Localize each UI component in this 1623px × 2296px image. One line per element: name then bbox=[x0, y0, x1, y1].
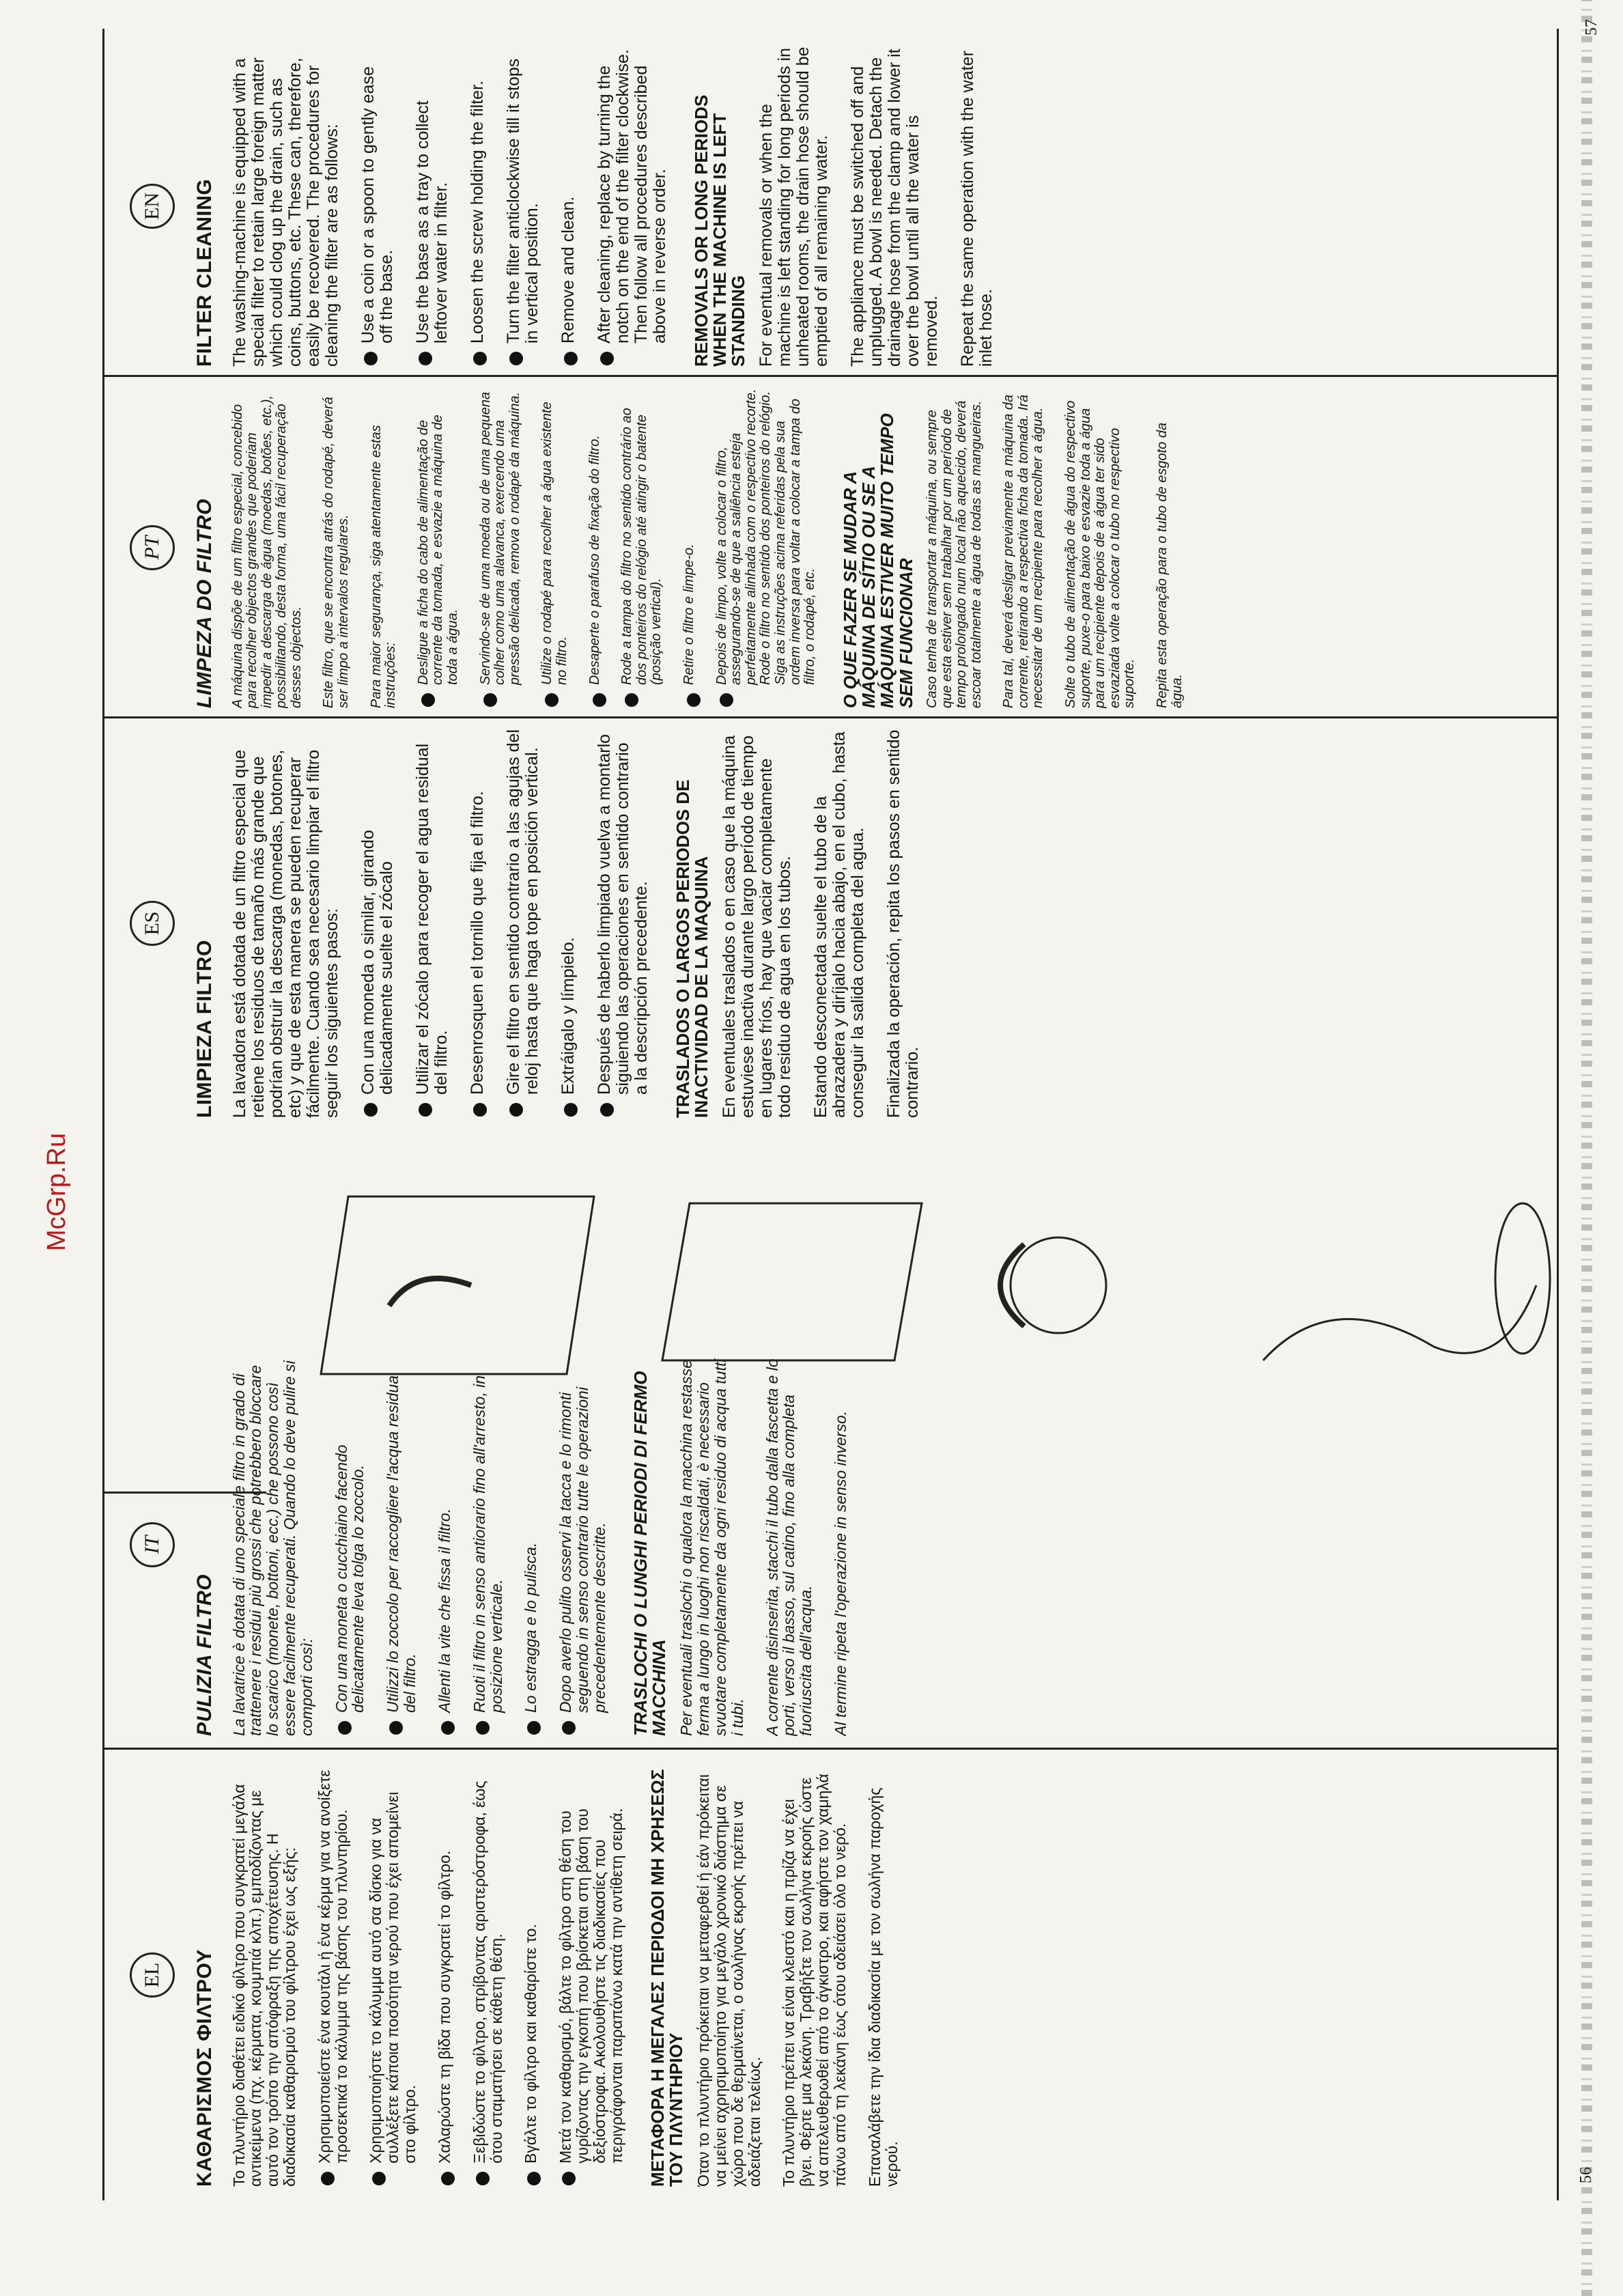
filter-drawing bbox=[661, 1202, 923, 1362]
pt-step: Retire o filtro e limpe-o. bbox=[681, 387, 697, 708]
en-steps: Use a coin or a spoon to gently ease off… bbox=[358, 46, 669, 367]
en-para3: Repeat the same operation with the water… bbox=[958, 51, 996, 367]
lang-badge-es: ES bbox=[130, 901, 175, 946]
en-step: Remove and clean. bbox=[559, 46, 578, 367]
el-para1: Όταν το πλυντήριο πρόκειται να μεταφερθε… bbox=[694, 1774, 763, 2187]
es-step: Con una moneda o similar, girando delica… bbox=[358, 729, 396, 1118]
el-para3: Επαναλάβετε την ίδια διαδικασία με τον σ… bbox=[865, 1787, 901, 2187]
hose-drawing bbox=[1262, 1285, 1538, 1362]
it-para1: Per eventuali traslochi o qualora la mac… bbox=[677, 1358, 746, 1736]
pt-para2: Para tal, deverá desligar previamente a … bbox=[1001, 394, 1046, 708]
es-subtitle: TRASLADOS O LARGOS PERIODOS DE INACTIVID… bbox=[672, 779, 711, 1119]
lang-badge-pt: PT bbox=[130, 525, 175, 570]
el-para2: Το πλυντήριο πρέπει να είναι κλειστό και… bbox=[780, 1774, 849, 2187]
el-step: Χαλαρώστε τη βίδα που συγκρατεί το φίλτρ… bbox=[436, 1763, 453, 2187]
es-para3: Finalizada la operación, repita los paso… bbox=[884, 729, 922, 1118]
column-en: EN FILTER CLEANING The washing-machine i… bbox=[130, 46, 1564, 367]
it-step: Dopo averlo pulito osservi la tacca e lo… bbox=[556, 1354, 608, 1736]
column-el: EL ΚΑΘΑΡΙΣΜΟΣ ΦΙΛΤΡΟΥ Το πλυντήριο διαθέ… bbox=[130, 1763, 1564, 2187]
it-para3: Al termine ripeta l'operazione in senso … bbox=[832, 1410, 850, 1736]
it-step: Utilizzi lo zoccolo per raccogliere l'ac… bbox=[384, 1354, 419, 1736]
divider-el-it bbox=[102, 1748, 1559, 1750]
pt-para4: Repita esta operação para o tubo de esgo… bbox=[1155, 422, 1185, 708]
divider-pt-en bbox=[102, 375, 1559, 377]
es-intro: La lavadora está dotada de un filtro esp… bbox=[229, 749, 341, 1118]
column-it: IT PULIZIA FILTRO La lavatrice è dotata … bbox=[130, 1354, 1564, 1736]
pt-intro: A máquina dispõe de um filtro especial, … bbox=[229, 395, 304, 708]
drawing-arrow-1 bbox=[386, 1276, 472, 1308]
en-step: Turn the filter anticlockwise till it st… bbox=[504, 46, 541, 367]
it-steps: Con una moneta o cucchiaino facendo deli… bbox=[333, 1354, 608, 1736]
es-para2: Estando desconectada suelte el tubo de l… bbox=[811, 731, 868, 1118]
el-step: Μετά τον καθαρισμό, βάλτε το φίλτρο στη … bbox=[556, 1763, 625, 2187]
scan-edge-artifact bbox=[1581, 0, 1592, 2296]
pt-para3: Solte o tubo de alimentação de água do r… bbox=[1063, 400, 1138, 708]
el-step: Χρησιμοποιείστε ένα κουτάλι ή ένα κέρμα … bbox=[315, 1763, 350, 2187]
es-step: Extráigalo y límpielo. bbox=[559, 729, 578, 1118]
it-step: Con una moneta o cucchiaino facendo deli… bbox=[333, 1354, 367, 1736]
en-title: FILTER CLEANING bbox=[193, 178, 216, 367]
drawing-arrow-2 bbox=[998, 1242, 1026, 1329]
en-para2: The appliance must be switched off and u… bbox=[848, 48, 942, 367]
pt-step: Rode a tampa do filtro no sentido contrá… bbox=[619, 387, 664, 708]
pt-step: Utilize o rodapé para recolher a água ex… bbox=[539, 387, 569, 708]
pt-step: Depois de limpo, volte a colocar o filtr… bbox=[714, 387, 818, 708]
el-step: Ξεβιδώστε το φίλτρο, στρίβοντας αριστερό… bbox=[470, 1763, 505, 2187]
it-step: Allenti la vite che fissa il filtro. bbox=[436, 1354, 453, 1736]
top-rule bbox=[102, 29, 104, 2200]
el-step: Χρησιμοποιήστε το κάλυμμα αυτό σα δίσκο … bbox=[367, 1763, 419, 2187]
it-title: PULIZIA FILTRO bbox=[193, 1574, 216, 1736]
en-intro: The washing-machine is equipped with a s… bbox=[229, 57, 341, 367]
bowl-drawing bbox=[1494, 1202, 1551, 1355]
en-step: Loosen the screw holding the filter. bbox=[468, 46, 487, 367]
lang-badge-it: IT bbox=[130, 1522, 175, 1567]
es-para1: En eventuales traslados o en caso que la… bbox=[720, 735, 795, 1118]
pt-subtitle: O QUE FAZER SE MUDAR A MÁQUINA DE SÍTIO … bbox=[839, 413, 916, 708]
watermark: McGrp.Ru bbox=[42, 1132, 71, 1251]
en-step: Use a coin or a spoon to gently ease off… bbox=[358, 46, 396, 367]
en-step: Use the base as a tray to collect leftov… bbox=[413, 46, 451, 367]
pt-title: LIMPEZA DO FILTRO bbox=[193, 499, 216, 708]
el-subtitle: ΜΕΤΑΦΟΡΑ Η ΜΕΓΑΛΕΣ ΠΕΡΙΟΔΟΙ ΜΗ ΧΡΗΣΕΩΣ Τ… bbox=[647, 1769, 686, 2187]
el-title: ΚΑΘΑΡΙΣΜΟΣ ΦΙΛΤΡΟΥ bbox=[193, 1948, 216, 2187]
el-intro: Το πλυντήριο διαθέτει ειδικό φίλτρο που … bbox=[229, 1784, 298, 2187]
lang-badge-el: EL bbox=[130, 1952, 175, 1998]
pt-step: Desaperte o parafuso de fixação do filtr… bbox=[587, 387, 603, 708]
pt-step: Servindo-se de uma moeda ou de uma peque… bbox=[478, 387, 523, 708]
el-step: Βγάλτε το φίλτρο και καθαρίστε το. bbox=[522, 1763, 539, 2187]
es-step: Utilizar el zócalo para recoger el agua … bbox=[413, 729, 451, 1118]
en-subtitle: REMOVALS OR LONG PERIODS WHEN THE MACHIN… bbox=[690, 94, 749, 367]
en-step: After cleaning, replace by turning the n… bbox=[595, 46, 669, 367]
es-title: LIMPIEZA FILTRO bbox=[193, 940, 216, 1118]
it-intro: La lavatrice è dotata di uno speciale fi… bbox=[229, 1360, 315, 1736]
it-step: Lo estragga e lo pulisca. bbox=[522, 1354, 539, 1736]
filter-cleaning-illustrations bbox=[320, 1195, 1551, 1375]
machine-base-drawing bbox=[320, 1195, 595, 1375]
es-step: Desenrosquen el tornillo que fija el fil… bbox=[468, 729, 487, 1118]
lang-badge-en: EN bbox=[130, 184, 175, 229]
el-steps: Χρησιμοποιείστε ένα κουτάλι ή ένα κέρμα … bbox=[315, 1763, 625, 2187]
column-es: ES LIMPIEZA FILTRO La lavadora está dota… bbox=[130, 729, 1564, 1118]
pt-intro2: Este filtro, que se encontra atrás do ro… bbox=[321, 397, 352, 708]
it-step: Ruoti il filtro in senso antiorario fino… bbox=[470, 1354, 505, 1736]
pt-step: Desligue a ficha do cabo de alimentação … bbox=[416, 387, 461, 708]
pt-para1: Caso tenha de transportar a máquina, ou … bbox=[924, 400, 984, 708]
column-pt: PT LIMPEZA DO FILTRO A máquina dispõe de… bbox=[130, 387, 1564, 708]
es-step: Después de haberlo limpiado vuelva a mon… bbox=[595, 729, 651, 1118]
divider-es-pt bbox=[102, 716, 1559, 718]
pt-steps: Desligue a ficha do cabo de alimentação … bbox=[416, 387, 818, 708]
es-step: Gire el filtro en sentido contrario a la… bbox=[504, 729, 541, 1118]
it-para2: A corrente disinserita, stacchi il tubo … bbox=[763, 1358, 815, 1736]
filter-cap-drawing bbox=[1009, 1236, 1107, 1334]
es-steps: Con una moneda o similar, girando delica… bbox=[358, 729, 651, 1118]
it-subtitle: TRASLOCHI O LUNGHI PERIODI DI FERMO MACC… bbox=[630, 1371, 670, 1736]
pt-intro3: Para maior segurança, siga atentamente e… bbox=[368, 425, 399, 708]
en-para1: For eventual removals or when the machin… bbox=[757, 46, 832, 367]
